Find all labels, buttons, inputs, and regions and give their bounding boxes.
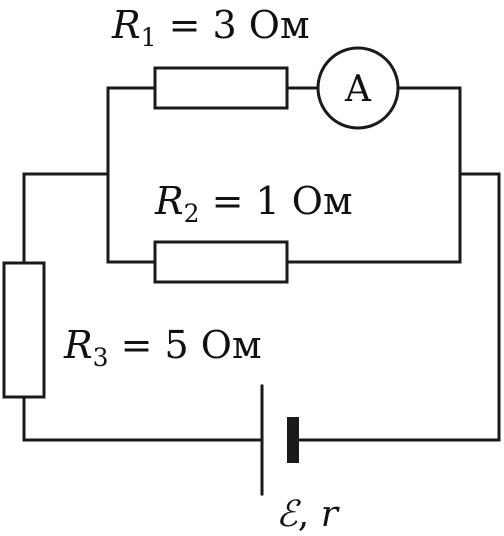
label-r1-symbol: R	[111, 3, 141, 47]
label-r1: R1 = 3 Ом	[111, 3, 310, 52]
label-r2: R2 = 1 Ом	[154, 179, 353, 228]
label-r3-value: = 5 Ом	[109, 323, 262, 367]
resistor-r1	[153, 66, 289, 110]
wire-outer-left	[22, 172, 110, 265]
ammeter-symbol: A	[344, 69, 372, 110]
label-source-resistance: r	[321, 494, 340, 535]
battery-short-plate	[287, 417, 299, 463]
resistor-r3	[2, 261, 46, 399]
label-r3-symbol: R	[63, 323, 93, 367]
label-r1-subscript: 1	[141, 23, 157, 52]
label-source-emf: ℰ	[276, 494, 301, 535]
label-r3-subscript: 3	[93, 343, 109, 372]
label-r3: R3 = 5 Ом	[63, 323, 262, 372]
resistor-r2	[153, 240, 289, 284]
wire-outer-bottom-right	[295, 172, 501, 442]
wire-top-branch-left	[106, 86, 157, 264]
ammeter	[316, 46, 400, 130]
label-r2-value: = 1 Ом	[200, 179, 353, 223]
label-r1-value: = 3 Ом	[157, 3, 310, 47]
label-r2-subscript: 2	[184, 199, 200, 228]
label-r2-symbol: R	[154, 179, 184, 223]
label-source-separator: ,	[298, 494, 321, 535]
wire-outer-bottom-left	[22, 395, 264, 442]
label-source: ℰ, r	[276, 494, 340, 535]
